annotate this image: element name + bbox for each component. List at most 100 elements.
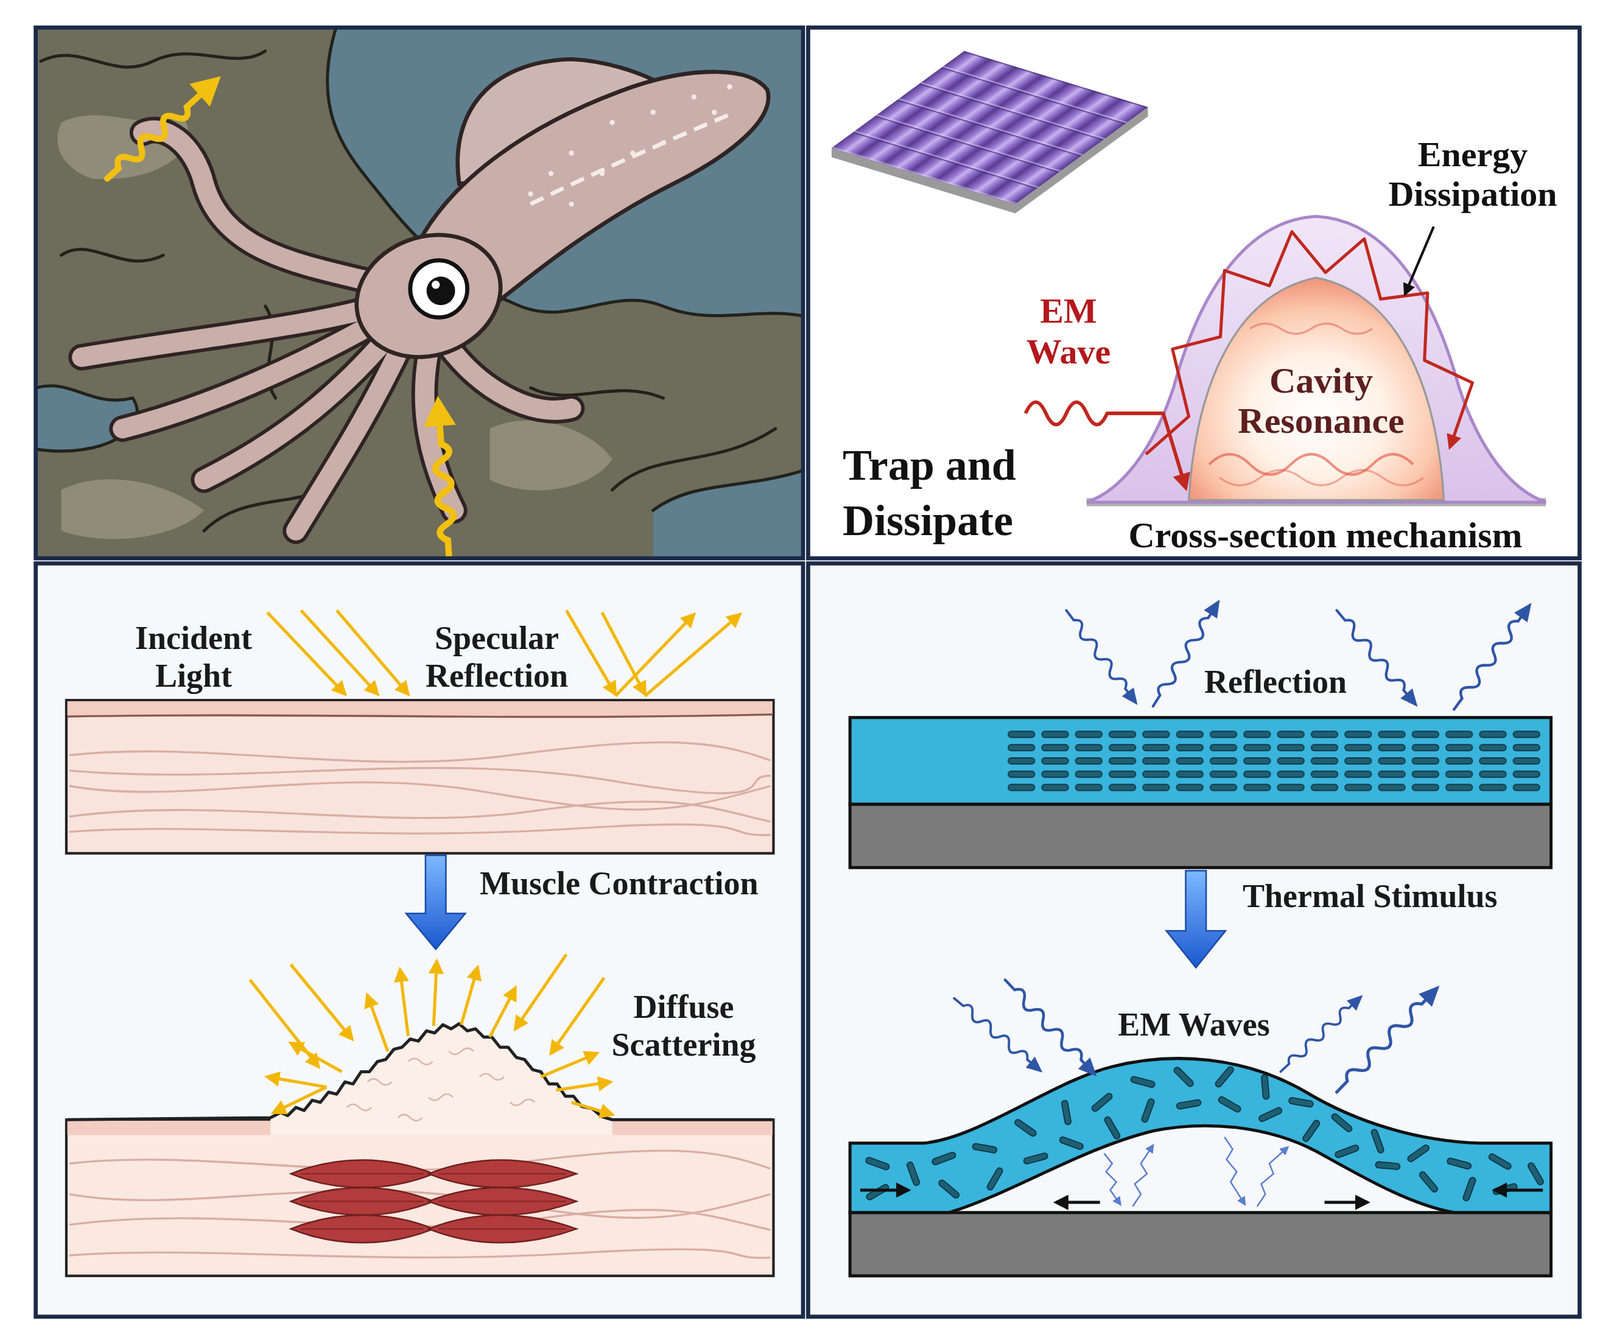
film-illustration [1406, 1143, 1431, 1163]
film-illustration [905, 1161, 920, 1186]
film-illustration [849, 804, 1551, 868]
film-illustration [1166, 870, 1226, 968]
skin-illustration [367, 1078, 392, 1085]
skin-illustration [602, 612, 645, 695]
skin-illustration [489, 988, 516, 1037]
squid-scene [489, 420, 612, 491]
skin-illustration [398, 1114, 423, 1121]
film-illustration [1103, 1137, 1288, 1207]
skin-illustration [69, 824, 771, 835]
label: Incident Light [126, 619, 261, 695]
squid-scene [548, 171, 554, 176]
film-illustration [865, 1065, 1545, 1202]
film-illustration [1288, 1097, 1314, 1108]
skin-illustration [69, 742, 771, 835]
squid-scene [61, 479, 205, 539]
squid-scene [653, 469, 804, 511]
film-illustration [1330, 1112, 1353, 1134]
film-illustration [849, 1058, 1551, 1213]
label: Cross-section mechanism [1094, 515, 1557, 556]
film-illustration [865, 1183, 890, 1202]
label: Reflection [1184, 663, 1367, 701]
skin-illustration [571, 1102, 613, 1115]
skin-illustration [69, 742, 771, 762]
squid-scene [96, 64, 231, 190]
film-illustration [1330, 979, 1447, 1099]
film-illustration [1217, 1095, 1243, 1114]
film-illustration [849, 595, 1551, 1277]
squid-scene [568, 201, 574, 207]
skin-illustration [448, 1048, 474, 1055]
label: Energy Dissipation [1372, 135, 1574, 215]
panel-frames [35, 27, 804, 559]
dome-sheet [831, 51, 1149, 214]
squid-scene [609, 119, 615, 125]
cross-section [1189, 277, 1445, 501]
skin-illustration [267, 1077, 327, 1088]
film-illustration [1494, 1188, 1543, 1192]
film-illustration [1090, 1092, 1113, 1113]
skin-illustration [291, 1043, 343, 1073]
label: Cavity Resonance [1220, 360, 1422, 441]
squid-scene [426, 276, 456, 306]
skin-illustration [428, 1094, 453, 1101]
skin-illustration [407, 1058, 433, 1065]
skin-illustration [69, 1150, 771, 1171]
film-illustration [849, 717, 1551, 805]
film-illustration [1172, 1066, 1195, 1088]
panel-frames [807, 563, 1580, 1317]
skin-illustration [291, 1187, 435, 1216]
skin-illustration [438, 1173, 567, 1175]
panel-frames [807, 27, 1580, 559]
skin-illustration [438, 1228, 567, 1230]
label: Trap and Dissipate [842, 437, 1044, 548]
skin-illustration [479, 1073, 505, 1081]
film-illustration [1257, 1106, 1283, 1123]
squid-scene [35, 27, 804, 559]
dome-sheet [831, 51, 1149, 204]
skin-illustration [67, 701, 773, 716]
film-illustration [1214, 1065, 1235, 1088]
skin-illustration [291, 964, 353, 1039]
film-illustration [1129, 1075, 1155, 1088]
film-illustration [931, 1151, 957, 1166]
cross-section [1209, 454, 1414, 475]
label: Diffuse Scattering [604, 988, 763, 1064]
film-illustration [1176, 1099, 1202, 1110]
film-illustration [1056, 1201, 1101, 1205]
film-illustration [1013, 1118, 1038, 1138]
label: Muscle Contraction [479, 864, 797, 903]
film-illustration [1140, 1098, 1155, 1124]
film-illustration [972, 1143, 998, 1154]
skin-illustration [510, 1099, 535, 1106]
skin-illustration [555, 1081, 611, 1090]
squid-scene [61, 249, 164, 261]
squid-scene [650, 109, 656, 115]
skin-illustration [69, 1150, 771, 1258]
squid-scene [421, 394, 466, 558]
squid-scene [295, 342, 404, 531]
skin-illustration [67, 714, 773, 718]
film-illustration [1103, 1115, 1121, 1141]
film-illustration [986, 1167, 1004, 1192]
skin-illustration [428, 1187, 577, 1216]
label: EM Waves [1102, 1005, 1286, 1044]
film-illustration [1447, 597, 1538, 715]
film-illustration [1324, 1201, 1367, 1205]
skin-illustration [291, 1159, 435, 1188]
cross-section [1249, 323, 1373, 334]
squid-scene [40, 51, 266, 67]
film-illustration [865, 1156, 891, 1171]
squid-scene [448, 347, 572, 411]
film-illustration [1060, 605, 1144, 710]
film-illustration [1276, 989, 1369, 1078]
film-illustration [1005, 727, 1546, 794]
panel-frames [35, 563, 804, 1317]
squid-scene [568, 150, 574, 156]
panel-grounds [807, 563, 1580, 1317]
dome-sheet [831, 51, 1149, 214]
skin-illustration [347, 1104, 372, 1111]
skin-illustration [300, 1228, 424, 1230]
skin-illustration [300, 1173, 567, 1230]
